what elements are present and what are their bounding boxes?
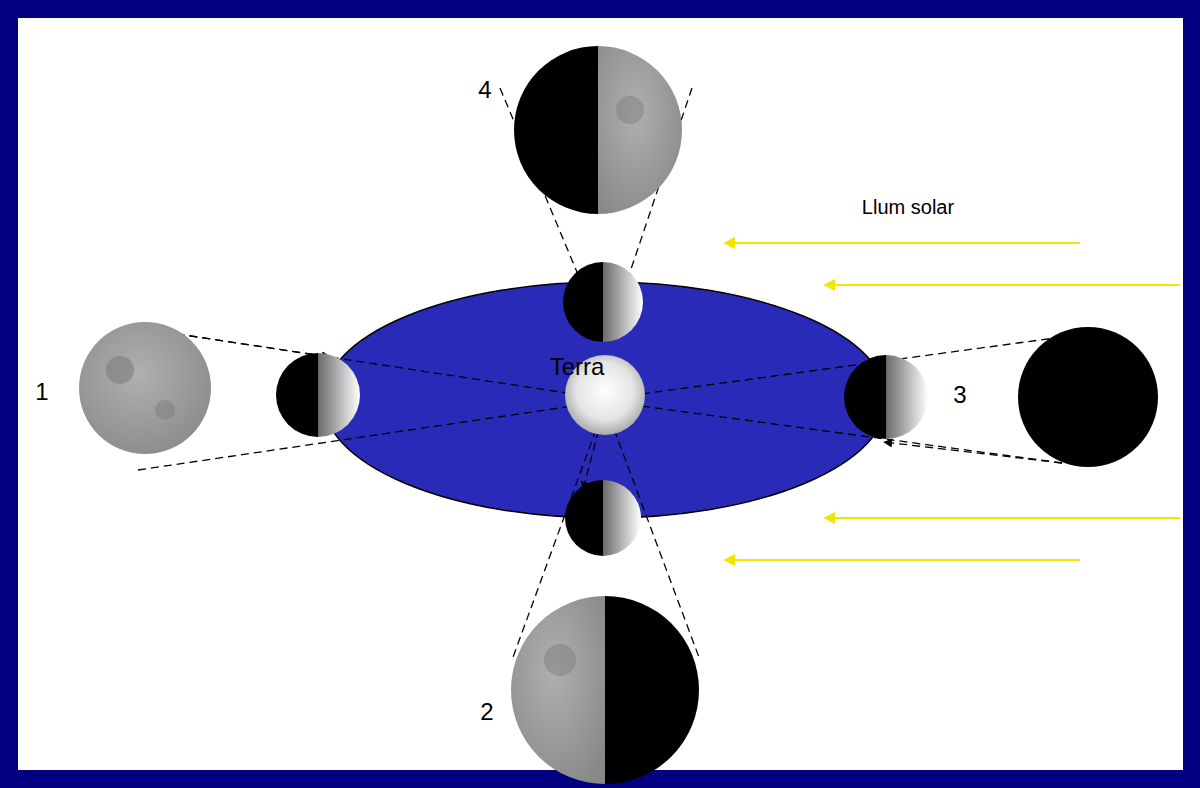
earth-label: Terra [550, 354, 605, 380]
sunlight-arrows [734, 243, 1180, 560]
orbit-moons [276, 262, 928, 556]
callout-number: 2 [480, 699, 493, 725]
phase-views [79, 46, 1158, 784]
callout-number: 3 [953, 382, 966, 408]
sunlight-label: Llum solar [862, 196, 954, 218]
callout-number: 1 [35, 379, 48, 405]
callout-number: 4 [478, 77, 491, 103]
